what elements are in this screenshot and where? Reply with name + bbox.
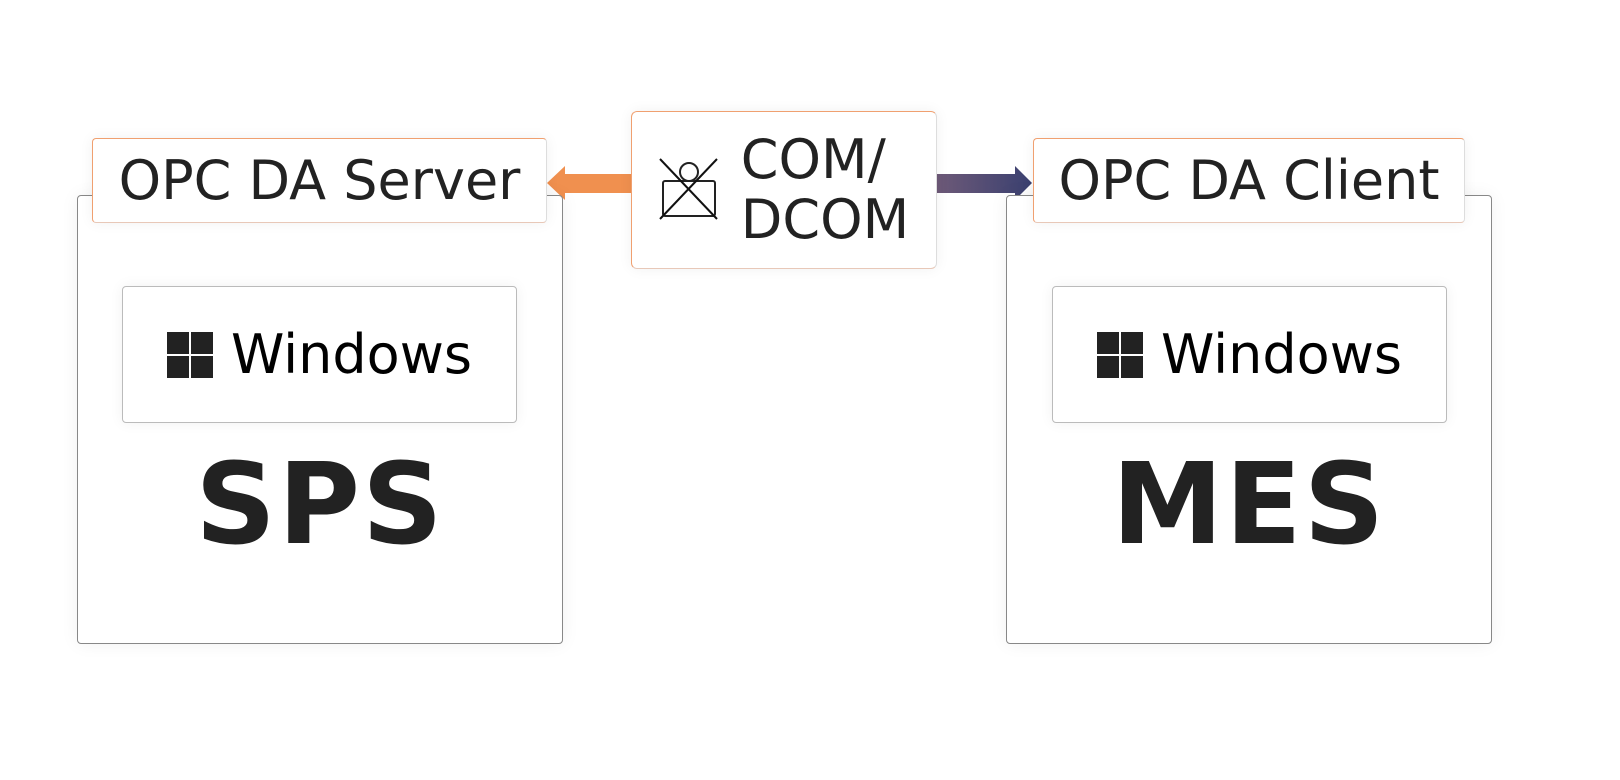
crossed-out-person-icon — [659, 158, 718, 220]
windows-os-box-left: Windows — [122, 286, 517, 423]
windows-logo-icon — [166, 331, 213, 378]
protocol-label: COM/ DCOM — [741, 130, 909, 250]
windows-label: Windows — [1160, 323, 1403, 386]
windows-label: Windows — [230, 323, 473, 386]
windows-logo-icon — [1096, 331, 1143, 378]
sps-title: SPS — [195, 440, 445, 570]
opc-da-client-label: OPC DA Client — [1033, 138, 1465, 223]
com-dcom-box: COM/ DCOM — [631, 111, 937, 269]
connection-arrows — [547, 166, 1032, 200]
protocol-line2: DCOM — [740, 188, 910, 251]
windows-os-box-right: Windows — [1052, 286, 1447, 423]
arrow-right — [936, 166, 1032, 200]
protocol-line1: COM/ — [740, 128, 886, 191]
mes-title: MES — [1111, 440, 1387, 570]
arrow-left — [547, 166, 632, 200]
opc-da-server-label: OPC DA Server — [92, 138, 547, 223]
